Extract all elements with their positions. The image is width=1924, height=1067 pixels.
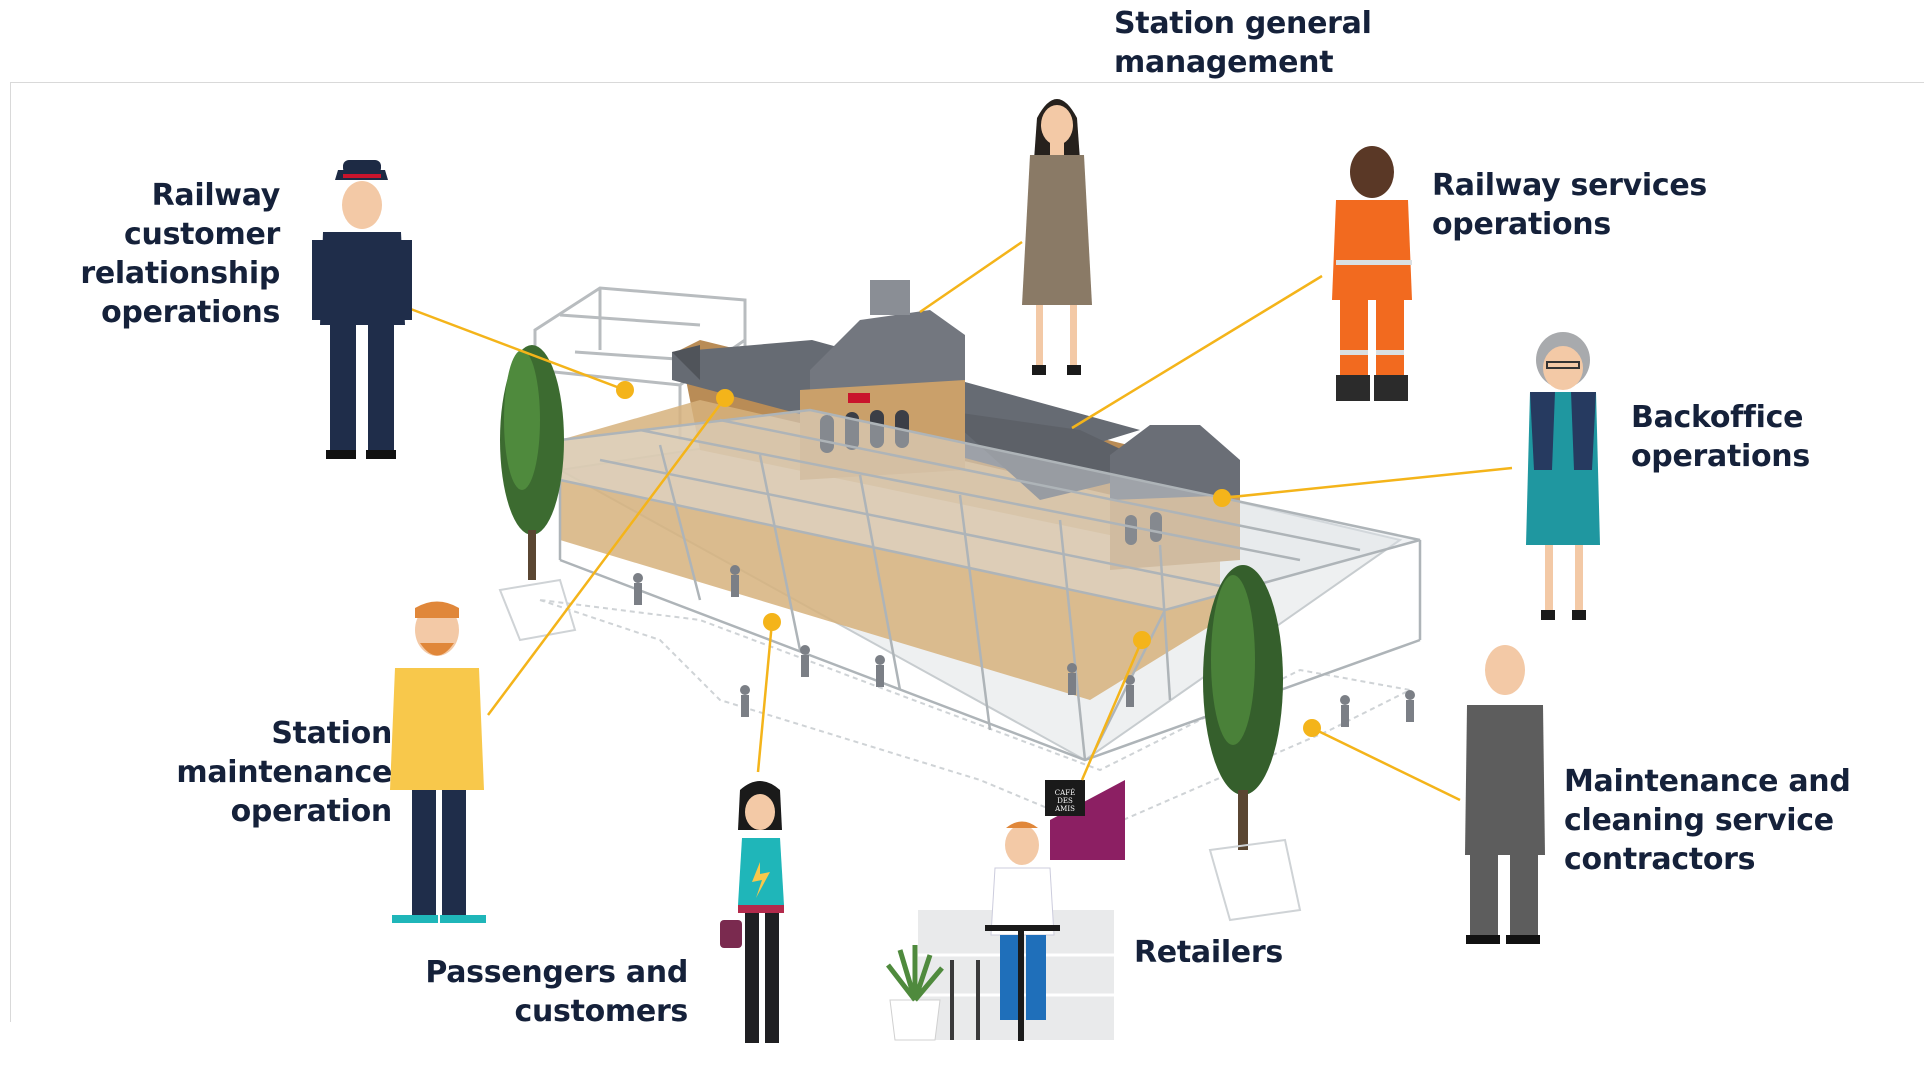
connector-dots — [616, 381, 1321, 737]
connector-station-maintenance — [486, 397, 727, 716]
central-dome-lantern — [870, 280, 910, 315]
sncf-logo-facade — [848, 393, 870, 403]
tree-left — [498, 345, 577, 642]
label-station-general-management: Station general management — [1114, 6, 1372, 80]
frame-left-border — [10, 82, 11, 1022]
label-backoffice-operations: Backoffice operations — [1631, 400, 1810, 474]
figure-railway-services-worker — [1332, 146, 1412, 401]
connector-backoffice — [1221, 466, 1513, 500]
figure-general-manager — [1022, 99, 1092, 375]
connector-retailers — [1080, 639, 1144, 781]
label-passengers-customers: Passengers and customers — [425, 955, 688, 1029]
central-pavilion-windows — [820, 410, 909, 453]
label-maintenance-cleaning-contractors: Maintenance and cleaning service contrac… — [1564, 764, 1851, 877]
cafe-sign — [1045, 780, 1085, 816]
figure-backoffice-worker — [1526, 332, 1600, 620]
label-railway-services-operations: Railway services operations — [1432, 168, 1707, 242]
connector-passengers — [756, 621, 774, 773]
connector-maintenance-cleaning — [1311, 726, 1461, 802]
figure-station-maintenance-worker — [390, 601, 486, 923]
connector-customer-relationship — [407, 306, 626, 392]
tree-right — [1203, 565, 1302, 922]
label-station-maintenance-operation: Station maintenance operation — [176, 716, 392, 829]
connector-railway-services — [1071, 274, 1323, 430]
label-retailers: Retailers — [1134, 935, 1283, 970]
ground-outline — [539, 599, 1414, 832]
connector-general-management — [919, 240, 1023, 314]
frame-top-border — [10, 82, 1924, 83]
crowd-figures — [633, 565, 1415, 727]
right-dome — [1110, 425, 1240, 505]
label-railway-customer-relationship: Railway customer relationship operations — [80, 178, 280, 330]
roof-right-wing — [940, 410, 1165, 500]
right-pavilion-front — [1110, 495, 1240, 570]
connector-lines — [407, 240, 1513, 802]
figure-customer-relationship-agent — [312, 160, 412, 459]
cafe-awning — [1050, 780, 1125, 860]
figure-retailer — [886, 821, 1114, 1041]
figure-cleaning-contractor — [1465, 645, 1545, 944]
figure-passenger — [720, 781, 784, 1043]
